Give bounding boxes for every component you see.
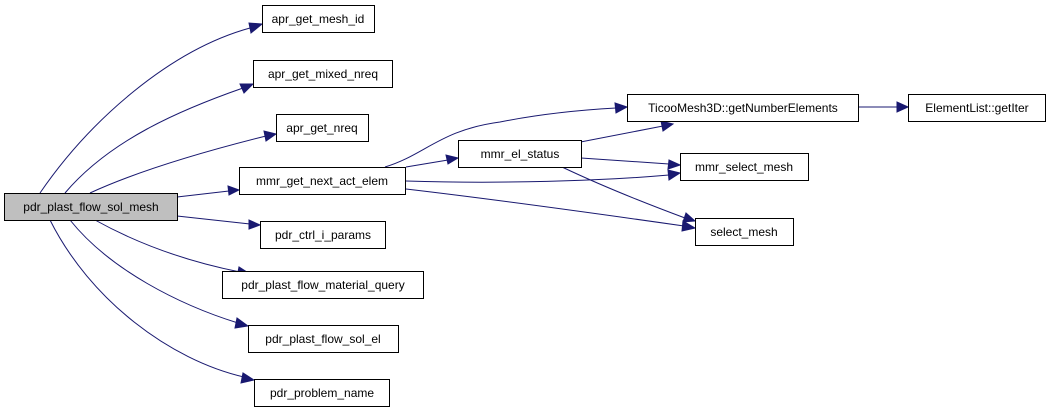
node-label: pdr_ctrl_i_params xyxy=(275,228,371,242)
arrow-icon xyxy=(614,102,629,114)
arrow-icon xyxy=(227,185,241,196)
node-label: pdr_plast_flow_material_query xyxy=(241,278,404,292)
node-mmr-get-next-act-elem[interactable]: mmr_get_next_act_elem xyxy=(239,167,406,195)
edge-root-pdr-problem-name xyxy=(49,219,245,378)
edge-next-act-elem-el-status xyxy=(405,159,449,168)
arrow-icon xyxy=(248,219,262,230)
node-label: mmr_select_mesh xyxy=(695,160,793,174)
arrow-icon xyxy=(681,220,697,232)
edge-next-act-elem-mmr-select-mesh xyxy=(405,174,670,183)
node-label: TicooMesh3D::getNumberElements xyxy=(648,101,838,115)
node-pdr-plast-flow-material-query[interactable]: pdr_plast_flow_material_query xyxy=(222,271,424,299)
arrow-icon xyxy=(682,212,697,223)
node-label: ElementList::getIter xyxy=(925,101,1028,115)
edge-root-apr-get-nreq xyxy=(89,135,267,194)
edge-el-status-select-mesh xyxy=(561,166,686,219)
arrow-icon xyxy=(445,154,460,165)
edge-root-pdr-ctrl-i-params xyxy=(176,215,251,225)
node-ticoomesh3d-getnumberelements[interactable]: TicooMesh3D::getNumberElements xyxy=(627,94,859,122)
arrow-icon xyxy=(234,317,250,329)
node-label: apr_get_nreq xyxy=(286,121,357,135)
edge-root-mmr-get-next-act-elem xyxy=(176,190,230,198)
arrow-icon xyxy=(896,101,910,113)
node-select-mesh[interactable]: select_mesh xyxy=(695,218,794,246)
node-pdr-plast-flow-sol-el[interactable]: pdr_plast_flow_sol_el xyxy=(248,325,399,353)
arrow-icon xyxy=(667,169,682,181)
edge-root-apr-get-mixed-nreq xyxy=(64,87,244,194)
node-label: mmr_get_next_act_elem xyxy=(256,174,388,188)
arrow-icon xyxy=(660,120,675,132)
node-pdr-problem-name[interactable]: pdr_problem_name xyxy=(254,379,390,407)
node-apr-get-mesh-id[interactable]: apr_get_mesh_id xyxy=(262,5,375,33)
arrow-icon xyxy=(263,130,278,142)
nodes: pdr_plast_flow_sol_mesh apr_get_mesh_id … xyxy=(4,5,1046,407)
edge-root-pdr-plast-flow-sol-el xyxy=(69,219,239,324)
node-mmr-el-status[interactable]: mmr_el_status xyxy=(458,140,582,168)
edge-root-pdr-plast-flow-material-query xyxy=(94,219,241,273)
node-mmr-select-mesh[interactable]: mmr_select_mesh xyxy=(680,153,809,181)
node-label: pdr_plast_flow_sol_el xyxy=(265,332,380,346)
edges xyxy=(39,22,910,384)
arrow-icon xyxy=(240,372,256,384)
edge-next-act-elem-select-mesh xyxy=(405,188,685,227)
node-label: pdr_plast_flow_sol_mesh xyxy=(23,200,158,214)
node-label: mmr_el_status xyxy=(481,147,560,161)
node-elementlist-getiter[interactable]: ElementList::getIter xyxy=(908,94,1046,122)
node-label: apr_get_mixed_nreq xyxy=(268,67,378,81)
edge-root-apr-get-mesh-id xyxy=(39,27,251,194)
node-apr-get-mixed-nreq[interactable]: apr_get_mixed_nreq xyxy=(253,60,393,88)
arrow-icon xyxy=(248,22,264,34)
node-pdr-plast-flow-sol-mesh[interactable]: pdr_plast_flow_sol_mesh xyxy=(4,193,178,221)
arrow-icon xyxy=(667,159,682,170)
node-apr-get-nreq[interactable]: apr_get_nreq xyxy=(276,114,369,142)
node-label: pdr_problem_name xyxy=(270,386,374,400)
node-label: apr_get_mesh_id xyxy=(272,12,365,26)
arrow-icon xyxy=(239,83,255,94)
edge-next-act-elem-getnumberelements xyxy=(384,107,617,168)
edge-el-status-mmr-select-mesh xyxy=(580,157,670,165)
node-pdr-ctrl-i-params[interactable]: pdr_ctrl_i_params xyxy=(260,221,386,249)
node-label: select_mesh xyxy=(710,225,777,239)
